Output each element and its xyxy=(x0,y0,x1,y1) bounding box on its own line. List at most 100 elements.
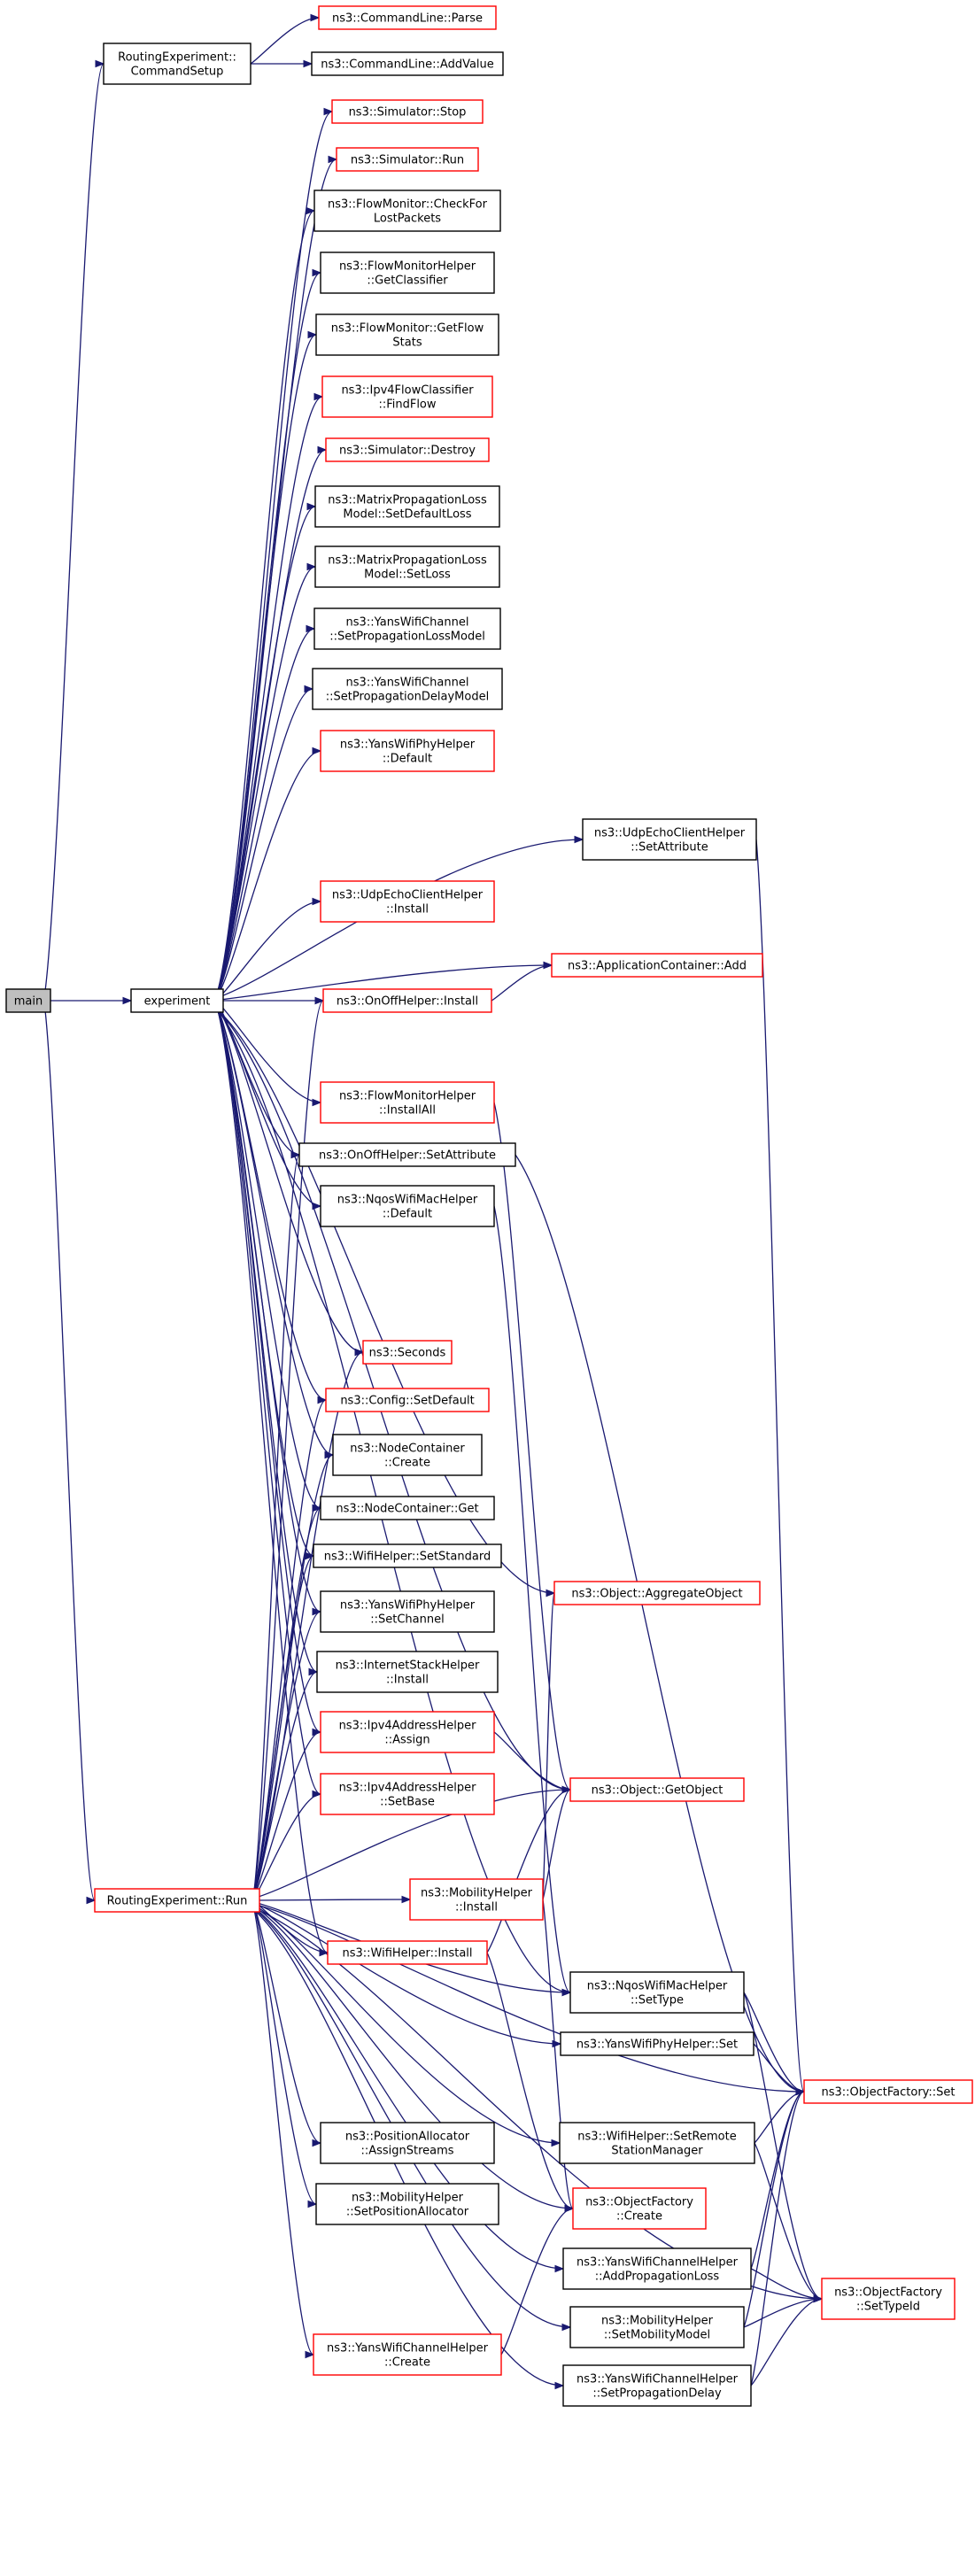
node-box xyxy=(803,2079,973,2104)
arrowhead-icon xyxy=(122,996,133,1005)
edge-line xyxy=(542,1899,574,2209)
node-label: experiment xyxy=(144,995,211,1009)
edge-line xyxy=(217,1010,321,1509)
node-label: ::SetType xyxy=(631,1994,684,2007)
node-phydefault[interactable]: ns3::YansWifiPhyHelper::Default xyxy=(320,730,495,772)
node-assignstreams[interactable]: ns3::PositionAllocator::AssignStreams xyxy=(320,2122,495,2164)
edge-line xyxy=(253,1671,318,1897)
node-udpsetattr[interactable]: ns3::UdpEchoClientHelper::SetAttribute xyxy=(582,818,757,861)
edge-setremote-to-ofset xyxy=(754,2087,806,2144)
node-setposalloc[interactable]: ns3::MobilityHelper::SetPositionAllocato… xyxy=(315,2183,499,2225)
node-label: ns3::Config::SetDefault xyxy=(340,1395,474,1408)
node-label: ns3::YansWifiChannelHelper xyxy=(327,2342,489,2356)
node-wifiinstall[interactable]: ns3::WifiHelper::Install xyxy=(327,1940,488,1965)
node-channelcreate[interactable]: ns3::YansWifiChannelHelper::Create xyxy=(313,2333,502,2376)
node-box xyxy=(320,730,495,772)
arrowhead-icon xyxy=(312,1790,322,1799)
node-configsetdefault[interactable]: ns3::Config::SetDefault xyxy=(325,1388,490,1412)
node-setstandard[interactable]: ns3::WifiHelper::SetStandard xyxy=(313,1543,502,1568)
node-simrun[interactable]: ns3::Simulator::Run xyxy=(336,147,479,172)
node-onoffsetattr[interactable]: ns3::OnOffHelper::SetAttribute xyxy=(298,1142,516,1167)
node-label: ns3::YansWifiChannelHelper xyxy=(576,2373,739,2386)
edge-line xyxy=(486,1789,571,1953)
node-setmobmodel[interactable]: ns3::MobilityHelper::SetMobilityModel xyxy=(569,2306,745,2348)
node-nccreate[interactable]: ns3::NodeContainer::Create xyxy=(332,1434,483,1476)
arrowhead-icon xyxy=(312,746,322,755)
node-setchannel[interactable]: ns3::YansWifiPhyHelper::SetChannel xyxy=(320,1590,495,1633)
node-ncget[interactable]: ns3::NodeContainer::Get xyxy=(320,1496,495,1520)
edge-experiment-to-setproploss xyxy=(217,624,316,994)
node-onoffinstall[interactable]: ns3::OnOffHelper::Install xyxy=(322,988,492,1013)
node-ofcreate[interactable]: ns3::ObjectFactory::Create xyxy=(572,2187,707,2230)
node-nqosdefault[interactable]: ns3::NqosWifiMacHelper::Default xyxy=(320,1185,495,1227)
edge-wifiinstall-to-ofcreate xyxy=(486,1952,575,2213)
node-findflow[interactable]: ns3::Ipv4FlowClassifier::FindFlow xyxy=(321,375,493,418)
node-label: ns3::Object::AggregateObject xyxy=(571,1588,742,1601)
node-label: ns3::OnOffHelper::Install xyxy=(337,995,478,1009)
node-setpropdelayhelper[interactable]: ns3::YansWifiChannelHelper::SetPropagati… xyxy=(562,2364,752,2407)
node-setproploss[interactable]: ns3::YansWifiChannel::SetPropagationLoss… xyxy=(313,607,501,650)
node-box xyxy=(409,1878,544,1921)
edge-experiment-to-setloss xyxy=(217,562,317,993)
edge-line xyxy=(217,1010,555,1594)
edge-addproploss-to-ofsettypeid xyxy=(750,2268,824,2303)
node-box xyxy=(325,437,490,462)
node-appadd[interactable]: ns3::ApplicationContainer::Add xyxy=(551,953,763,978)
node-setup[interactable]: RoutingExperiment::CommandSetup xyxy=(103,43,251,85)
edge-line xyxy=(500,2208,574,2356)
node-box xyxy=(320,1081,495,1124)
node-addvalue[interactable]: ns3::CommandLine::AddValue xyxy=(311,51,504,76)
node-mobinstall[interactable]: ns3::MobilityHelper::Install xyxy=(409,1878,544,1921)
edge-experiment-to-getflowstats xyxy=(217,330,318,992)
edge-experiment-to-setdefaultloss xyxy=(217,502,317,992)
arrowhead-icon xyxy=(354,1348,365,1357)
arrowhead-icon xyxy=(543,961,553,970)
arrowhead-icon xyxy=(306,624,316,633)
node-box xyxy=(320,1711,495,1753)
node-flowinstallall[interactable]: ns3::FlowMonitorHelper::InstallAll xyxy=(320,1081,495,1124)
edge-line xyxy=(750,2268,823,2300)
node-label: ns3::PositionAllocator xyxy=(345,2131,470,2144)
node-parse[interactable]: ns3::CommandLine::Parse xyxy=(318,5,497,30)
node-box xyxy=(551,953,763,978)
node-experiment[interactable]: experiment xyxy=(130,988,224,1013)
node-ofsettypeid[interactable]: ns3::ObjectFactory::SetTypeId xyxy=(821,2278,956,2320)
edge-experiment-to-phydefault xyxy=(217,746,322,996)
node-stop[interactable]: ns3::Simulator::Stop xyxy=(331,99,484,124)
node-ofset[interactable]: ns3::ObjectFactory::Set xyxy=(803,2079,973,2104)
arrowhead-icon xyxy=(546,1589,556,1597)
node-setbase[interactable]: ns3::Ipv4AddressHelper::SetBase xyxy=(320,1773,495,1815)
edge-onoffinstall-to-appadd xyxy=(491,961,553,1002)
node-seconds[interactable]: ns3::Seconds xyxy=(362,1340,453,1365)
edge-line xyxy=(253,1907,564,2270)
node-udpinstall[interactable]: ns3::UdpEchoClientHelper::Install xyxy=(320,880,495,923)
node-addproploss[interactable]: ns3::YansWifiChannelHelper::AddPropagati… xyxy=(562,2247,752,2290)
node-label: ns3::NodeContainer::Get xyxy=(336,1503,478,1516)
node-assign[interactable]: ns3::Ipv4AddressHelper::Assign xyxy=(320,1711,495,1753)
arrowhead-icon xyxy=(561,1988,572,1997)
node-aggregate[interactable]: ns3::Object::AggregateObject xyxy=(553,1581,761,1605)
node-internetinstall[interactable]: ns3::InternetStackHelper::Install xyxy=(316,1651,499,1693)
node-box xyxy=(320,1590,495,1633)
edge-mobinstall-to-aggregate xyxy=(542,1589,556,1900)
node-main[interactable]: main xyxy=(5,988,51,1013)
node-nqossettype[interactable]: ns3::NqosWifiMacHelper::SetType xyxy=(569,1971,745,2014)
node-physet[interactable]: ns3::YansWifiPhyHelper::Set xyxy=(560,2031,754,2056)
node-run[interactable]: RoutingExperiment::Run xyxy=(94,1888,260,1913)
node-box xyxy=(321,375,493,418)
node-getobject[interactable]: ns3::Object::GetObject xyxy=(569,1777,745,1802)
node-setpropdelay[interactable]: ns3::YansWifiChannel::SetPropagationDela… xyxy=(312,668,503,710)
node-label: ::Default xyxy=(383,753,432,766)
edge-line xyxy=(253,1909,564,2386)
node-getclassifier[interactable]: ns3::FlowMonitorHelper::GetClassifier xyxy=(320,251,495,294)
node-label: ns3::FlowMonitorHelper xyxy=(339,260,476,274)
node-setdefaultloss[interactable]: ns3::MatrixPropagationLossModel::SetDefa… xyxy=(314,485,500,528)
node-destroy[interactable]: ns3::Simulator::Destroy xyxy=(325,437,490,462)
node-label: ns3::Object::GetObject xyxy=(592,1784,724,1798)
edge-flowinstallall-to-getobject xyxy=(493,1102,572,1794)
